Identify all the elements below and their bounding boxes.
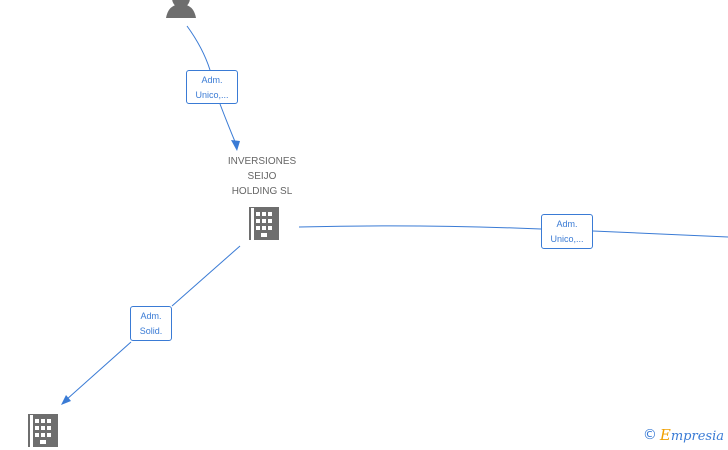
brand-initial: E <box>659 426 671 444</box>
edge-label-line: Unico,... <box>195 90 229 100</box>
brand-rest: mpresia <box>670 429 724 444</box>
edge-person-to-main-lower <box>219 103 237 145</box>
edge-label-person-to-main[interactable]: Adm. Unico,... <box>186 70 238 104</box>
building-icon[interactable] <box>28 414 58 447</box>
edge-label-line: Solid. <box>139 326 163 336</box>
copyright-symbol: © <box>642 427 657 443</box>
edge-main-to-right-far <box>592 230 728 238</box>
edge-label-main-to-right[interactable]: Adm. Unico,... <box>541 214 593 249</box>
edge-main-to-right <box>298 225 542 230</box>
brand-logo: Empresia <box>660 426 724 444</box>
company-name-line: INVERSIONES <box>227 156 297 167</box>
edge-label-line: Adm. <box>201 75 223 85</box>
edge-label-line: Adm. <box>556 219 578 229</box>
edge-person-to-main <box>186 25 211 71</box>
edge-label-main-to-child[interactable]: Adm. Solid. <box>130 306 172 341</box>
building-icon[interactable] <box>249 207 279 240</box>
edge-label-line: Unico,... <box>550 234 584 244</box>
company-name-line: HOLDING SL <box>231 186 293 197</box>
arrowhead-child <box>61 395 71 405</box>
arrowhead-main <box>231 140 240 151</box>
person-icon[interactable] <box>166 0 196 18</box>
edge-label-line: Adm. <box>140 311 162 321</box>
company-name-label[interactable]: INVERSIONES SEIJO HOLDING SL <box>217 154 307 199</box>
empresia-watermark[interactable]: © Empresia <box>643 426 724 444</box>
edge-main-to-child-lower <box>65 341 132 401</box>
edge-main-to-child <box>171 245 241 307</box>
company-name-line: SEIJO <box>247 171 277 182</box>
